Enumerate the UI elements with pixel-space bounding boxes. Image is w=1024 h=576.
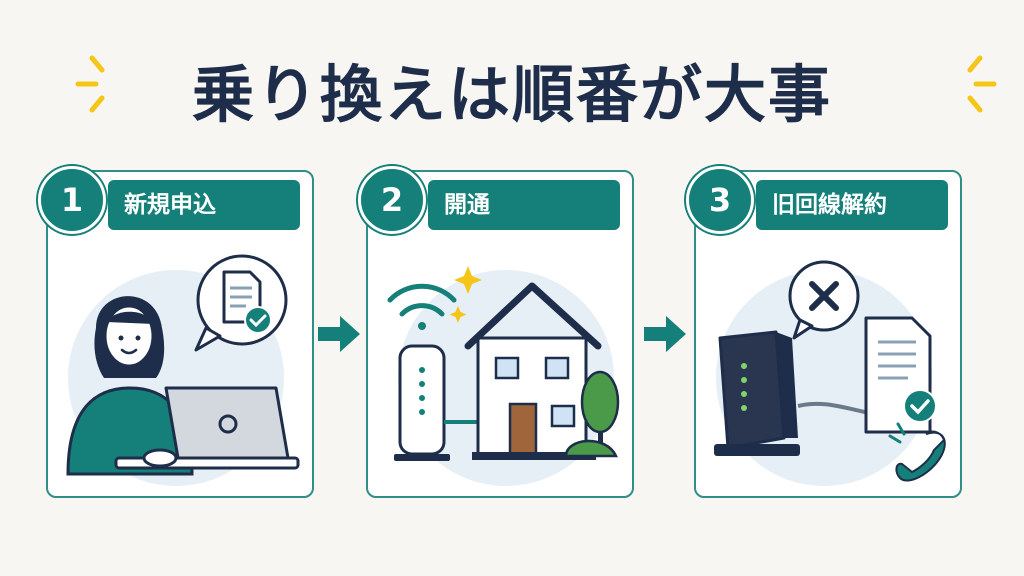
- router-house-illustration: [387, 266, 620, 486]
- step-label-2: 開通: [444, 192, 490, 218]
- wifi-icon: [387, 283, 457, 330]
- tree-icon: [564, 370, 620, 458]
- cancel-old-line-illustration: [714, 260, 946, 486]
- step-header-3: 旧回線解約: [756, 180, 948, 230]
- person-laptop-illustration: [66, 254, 300, 486]
- house-icon: [464, 282, 602, 460]
- arrow-right-icon: [318, 316, 360, 352]
- phone-icon: [888, 422, 946, 482]
- page-title: 乗り換えは順番が大事: [191, 58, 832, 131]
- step-label-1: 新規申込: [124, 192, 216, 218]
- document-check-icon: [864, 316, 937, 434]
- sparkle-left-icon: [75, 55, 105, 113]
- close-icon: [788, 260, 860, 340]
- step-card-3: 旧回線解約 3: [686, 166, 962, 498]
- router-icon: [394, 344, 478, 461]
- step-number-3: 3: [686, 166, 754, 234]
- step-header-2: 開通: [428, 180, 620, 230]
- step-number-2: 2: [358, 166, 426, 234]
- step-number-1: 1: [38, 166, 106, 234]
- old-router-icon: [714, 330, 875, 456]
- arrow-right-icon: [644, 316, 686, 352]
- sparkle-icon: [449, 266, 482, 323]
- step-header-1: 新規申込: [108, 180, 300, 230]
- step-card-2: 開通 2: [358, 166, 634, 498]
- step-card-1: 新規申込 1: [38, 166, 314, 498]
- document-check-icon: [194, 254, 288, 352]
- sparkle-right-icon: [967, 55, 997, 113]
- step-label-3: 旧回線解約: [772, 192, 887, 218]
